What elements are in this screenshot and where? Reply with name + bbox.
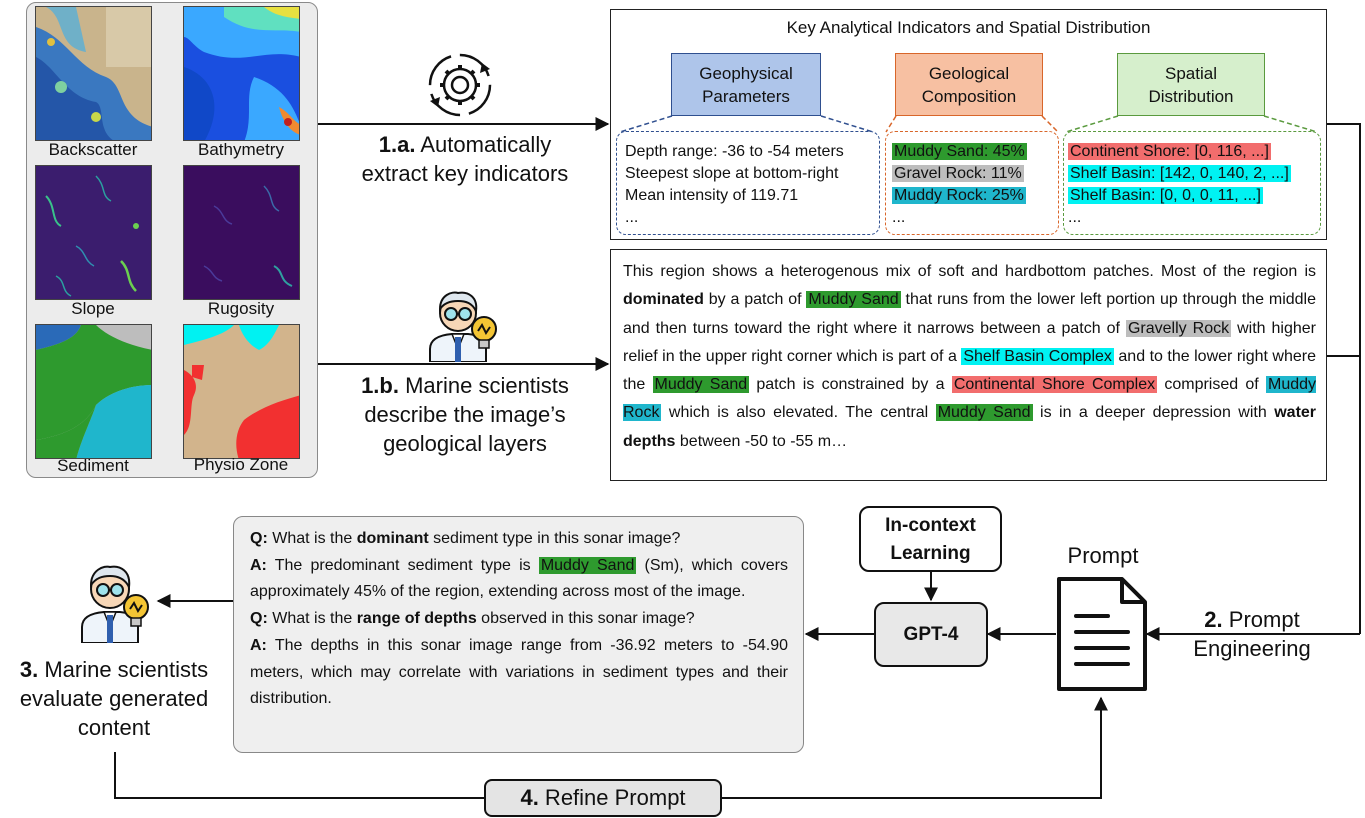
- slope-label: Slope: [71, 299, 115, 318]
- step-2-label: 2. Prompt Engineering: [1193, 607, 1311, 661]
- hl-muddy-sand-3: Muddy Sand: [935, 404, 1033, 422]
- geophysical-details: Depth range: -36 to -54 meters Steepest …: [616, 131, 880, 235]
- step-1b-label: 1.b. Marine scientists describe the imag…: [361, 373, 569, 456]
- gear-sync-icon: [428, 53, 492, 117]
- geophysical-parameters-box: Geophysical Parameters: [671, 53, 821, 116]
- indicator-funnels: [619, 115, 1318, 133]
- rugosity-image: [183, 165, 300, 300]
- evaluator-scientist-icon: [81, 565, 149, 643]
- geological-ellipsis: ...: [892, 209, 906, 226]
- backscatter-image: [35, 6, 152, 141]
- backscatter-label: Backscatter: [48, 140, 138, 159]
- in-context-learning-node: In-context Learning: [859, 506, 1002, 572]
- sediment-label: Sediment: [57, 456, 129, 475]
- scientist-description-text: This region shows a heterogenous mix of …: [623, 263, 1317, 450]
- shelf-basin-coords-1: Shelf Basin: [142, 0, 140, 2, ...]: [1068, 165, 1291, 182]
- geophysical-ellipsis: ...: [625, 209, 639, 226]
- physio-zone-image: [183, 324, 300, 459]
- generated-qa-box: Q: What is the dominant sediment type in…: [233, 516, 804, 753]
- spatial-ellipsis: ...: [1068, 209, 1082, 226]
- hl-muddy-sand-2: Muddy Sand: [652, 376, 750, 394]
- bathymetry-label: Bathymetry: [198, 140, 284, 159]
- generated-qa-text: Q: What is the dominant sediment type in…: [250, 530, 788, 708]
- rugosity-label: Rugosity: [207, 299, 275, 318]
- hl-gravelly-rock: Gravelly Rock: [1125, 319, 1232, 337]
- geological-details: Muddy Sand: 45% Gravel Rock: 11% Muddy R…: [885, 131, 1059, 235]
- prompt-document-icon: [1057, 577, 1147, 691]
- scientist-description-box: This region shows a heterogenous mix of …: [610, 249, 1327, 481]
- sediment-image: [35, 324, 152, 459]
- geological-composition-box: Geological Composition: [895, 53, 1043, 116]
- refine-prompt-node: 4. Refine Prompt: [484, 779, 722, 817]
- collector-line: [1327, 123, 1361, 634]
- muddy-rock-percent: Muddy Rock: 25%: [892, 187, 1026, 204]
- spatial-distribution-box: Spatial Distribution: [1117, 53, 1265, 116]
- continent-shore-coords: Continent Shore: [0, 116, ...]: [1068, 143, 1271, 160]
- prompt-label: Prompt: [1067, 543, 1139, 568]
- shelf-basin-coords-2: Shelf Basin: [0, 0, 0, 11, ...]: [1068, 187, 1263, 204]
- scientist-idea-icon: [429, 291, 497, 362]
- mean-intensity-text: Mean intensity of 119.71: [625, 187, 799, 204]
- spatial-details: Continent Shore: [0, 116, ...] Shelf Bas…: [1063, 131, 1321, 235]
- hl-continental-shore: Continental Shore Complex: [951, 376, 1158, 394]
- steepest-slope-text: Steepest slope at bottom-right: [625, 165, 839, 182]
- hl-qa-muddy-sand: Muddy Sand: [538, 556, 637, 574]
- bathymetry-image: [183, 6, 300, 141]
- step-3-label: 3. Marine scientists evaluate generated …: [19, 657, 209, 740]
- depth-range-text: Depth range: -36 to -54 meters: [625, 143, 844, 160]
- gpt4-node: GPT-4: [874, 602, 988, 667]
- hl-muddy-sand-1: Muddy Sand: [806, 291, 901, 309]
- gravel-rock-percent: Gravel Rock: 11%: [892, 165, 1024, 182]
- step-1a-label: 1.a. Automatically extract key indicator…: [361, 132, 569, 186]
- hl-shelf-basin: Shelf Basin Complex: [961, 347, 1114, 365]
- physio-zone-label: Physio Zone: [193, 455, 289, 474]
- key-indicators-title: Key Analytical Indicators and Spatial Di…: [786, 18, 1151, 37]
- muddy-sand-percent: Muddy Sand: 45%: [892, 143, 1027, 160]
- slope-image: [35, 165, 152, 300]
